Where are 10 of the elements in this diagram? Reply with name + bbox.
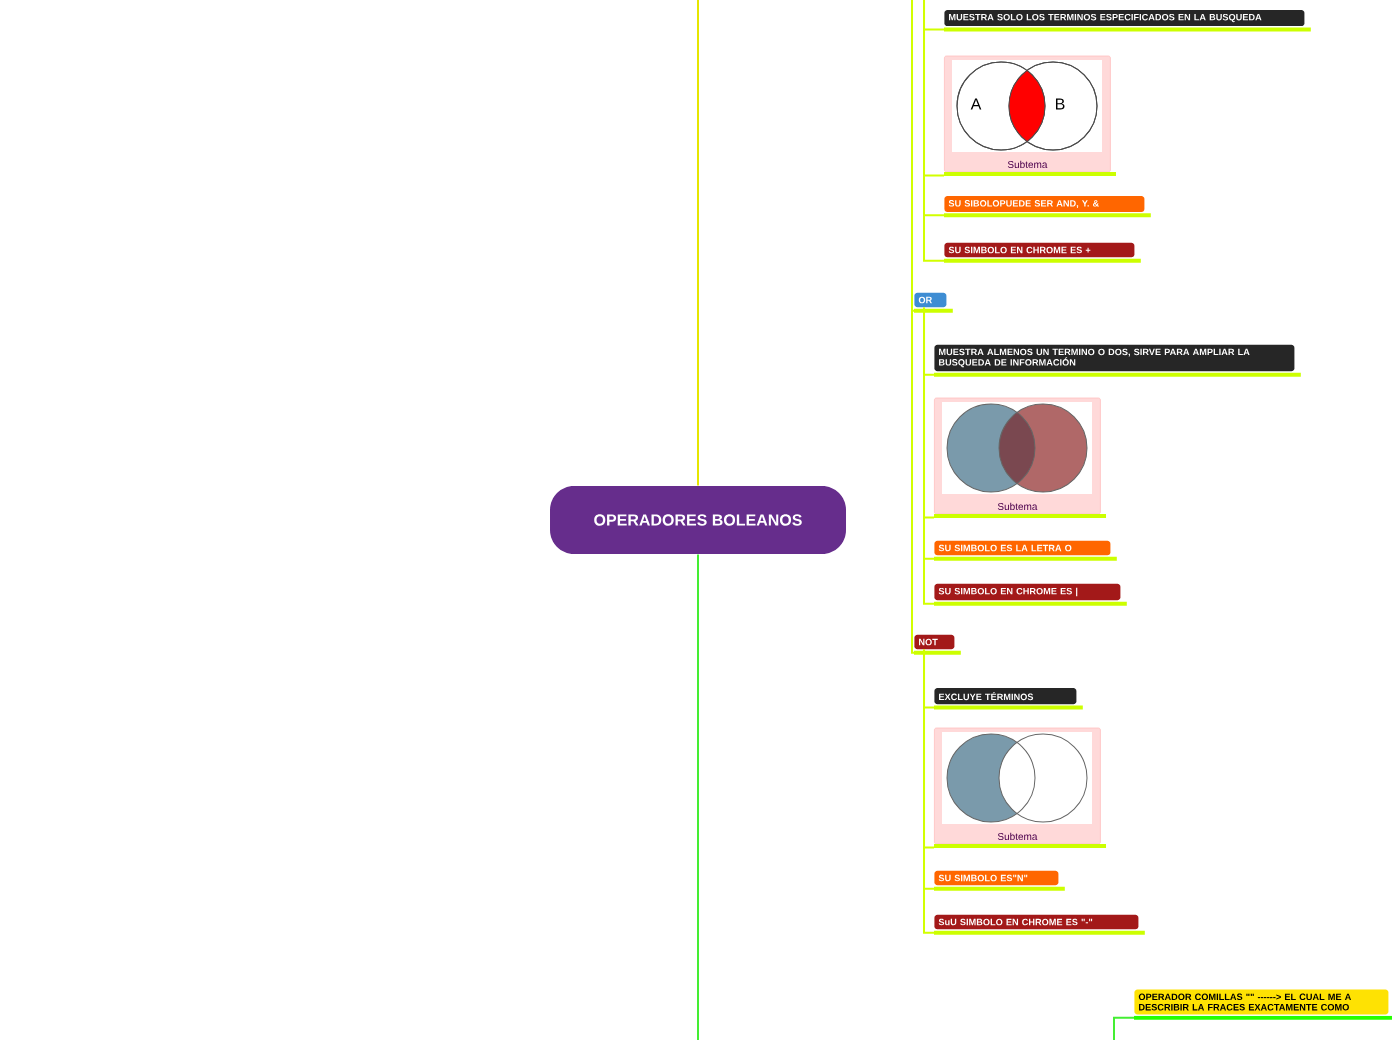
- connector-line: [697, 0, 699, 487]
- venn-label: B: [1056, 98, 1065, 110]
- connector-line: [923, 648, 935, 934]
- connector-line: [1113, 1016, 1135, 1040]
- connector-line: [923, 306, 935, 605]
- central-topic: OPERADORES BOLEANOS: [550, 486, 846, 554]
- venn-label: A: [970, 98, 982, 110]
- connector-line: [923, 0, 945, 262]
- connector-line: [911, 0, 915, 654]
- connector-line: [697, 553, 699, 1040]
